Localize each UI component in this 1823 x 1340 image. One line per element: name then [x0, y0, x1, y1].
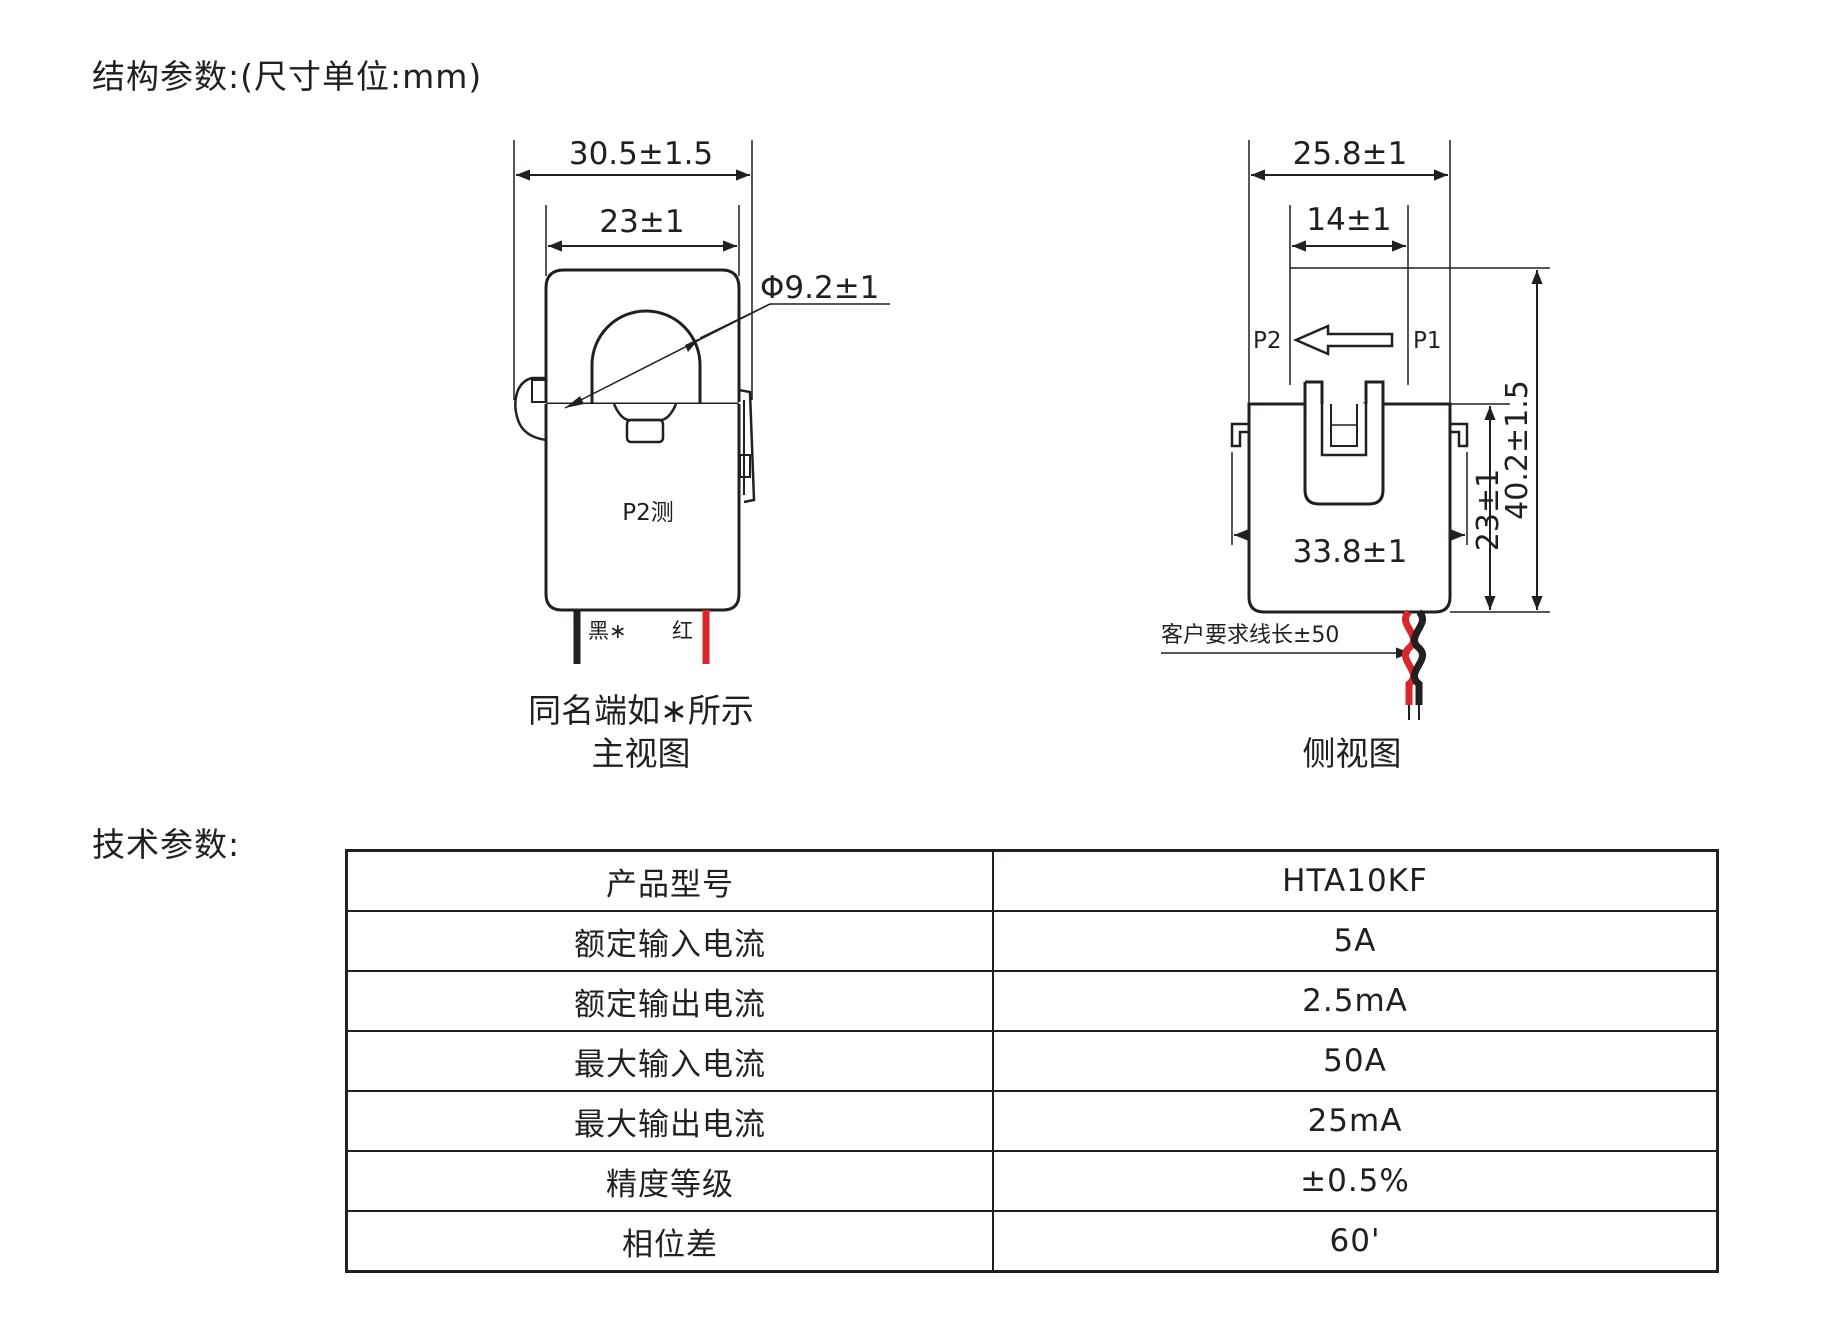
- structure-params-heading: 结构参数:(尺寸单位:mm): [92, 57, 483, 96]
- front-inner-width-label: 23±1: [599, 204, 684, 240]
- table-row: 额定输入电流 5A: [345, 910, 1719, 972]
- param-name-cell: 相位差: [345, 1210, 994, 1273]
- table-row: 额定输出电流 2.5mA: [345, 970, 1719, 1032]
- p2-label: P2: [1253, 328, 1282, 354]
- twisted-wires: [1402, 609, 1426, 720]
- side-total-height-label: 40.2±1.5: [1500, 380, 1535, 520]
- red-wire-label: 红: [672, 619, 693, 643]
- side-view-caption: 侧视图: [1303, 734, 1402, 773]
- side-body-width-label: 33.8±1: [1293, 534, 1408, 570]
- current-direction-arrow: [1292, 324, 1394, 356]
- wire-length-note: 客户要求线长±50: [1161, 623, 1339, 648]
- front-outer-width-label: 30.5±1.5: [569, 136, 713, 172]
- terminal-label: P2测: [622, 500, 674, 526]
- table-row: 最大输出电流 25mA: [345, 1090, 1719, 1152]
- hole-diameter-label: Φ9.2±1: [760, 270, 879, 306]
- front-view-drawing: [513, 140, 890, 612]
- black-wire-label: 黑∗: [588, 619, 627, 643]
- param-name-cell: 最大输出电流: [345, 1090, 994, 1152]
- side-view-drawing: [1161, 140, 1550, 659]
- param-value-cell: 25mA: [992, 1090, 1719, 1152]
- spec-table: 产品型号 HTA10KF 额定输入电流 5A 额定输出电流 2.5mA 最大输入…: [345, 849, 1719, 1273]
- param-name-cell: 最大输入电流: [345, 1030, 994, 1092]
- tech-params-heading: 技术参数:: [92, 825, 241, 864]
- p1-label: P1: [1413, 328, 1442, 354]
- technical-drawing: 30.5±1.5 23±1 Φ9.2±1 P2测 黑∗ 红 同名端如∗所示 主视…: [513, 136, 1550, 773]
- table-row: 最大输入电流 50A: [345, 1030, 1719, 1092]
- param-value-cell: HTA10KF: [992, 849, 1719, 912]
- polarity-note: 同名端如∗所示: [528, 691, 754, 730]
- table-row: 产品型号 HTA10KF: [345, 849, 1719, 912]
- table-row: 精度等级 ±0.5%: [345, 1150, 1719, 1212]
- front-view-caption: 主视图: [592, 734, 691, 773]
- param-value-cell: 5A: [992, 910, 1719, 972]
- param-name-cell: 精度等级: [345, 1150, 994, 1212]
- side-body-height-label: 23±1: [1471, 469, 1506, 551]
- param-name-cell: 产品型号: [345, 849, 994, 912]
- side-top-width-label: 25.8±1: [1293, 136, 1408, 172]
- table-row: 相位差 60': [345, 1210, 1719, 1273]
- param-name-cell: 额定输入电流: [345, 910, 994, 972]
- param-value-cell: ±0.5%: [992, 1150, 1719, 1212]
- side-inner-width-label: 14±1: [1306, 202, 1391, 238]
- param-name-cell: 额定输出电流: [345, 970, 994, 1032]
- param-value-cell: 60': [992, 1210, 1719, 1273]
- param-value-cell: 50A: [992, 1030, 1719, 1092]
- param-value-cell: 2.5mA: [992, 970, 1719, 1032]
